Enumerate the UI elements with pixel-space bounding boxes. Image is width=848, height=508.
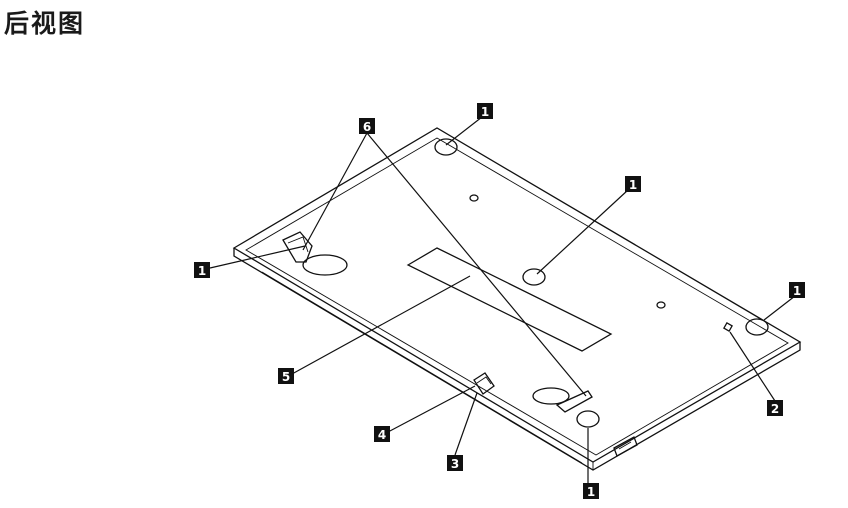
foot-left bbox=[302, 254, 348, 276]
laptop-base-outline bbox=[232, 127, 802, 471]
page-title: 后视图 bbox=[4, 9, 86, 38]
callout-label: 1 bbox=[629, 178, 637, 192]
callout-label: 1 bbox=[198, 264, 206, 278]
callout-label: 1 bbox=[793, 284, 801, 298]
foot-right bbox=[745, 318, 769, 336]
rubber-feet bbox=[302, 138, 769, 428]
foot-center bbox=[522, 268, 546, 286]
callout-1-bottom: 1 bbox=[583, 483, 599, 499]
callout-6: 6 bbox=[359, 118, 375, 134]
callout-label: 3 bbox=[451, 457, 459, 471]
reset-hole bbox=[723, 322, 733, 332]
side-connector bbox=[613, 436, 638, 457]
foot-top bbox=[434, 138, 458, 156]
callout-label: 5 bbox=[282, 370, 290, 384]
side-latch bbox=[473, 372, 495, 395]
label-plate bbox=[406, 247, 613, 352]
callout-1-left: 1 bbox=[194, 262, 210, 278]
callout-3: 3 bbox=[447, 455, 463, 471]
callout-1-center: 1 bbox=[625, 176, 641, 192]
screw-holes bbox=[469, 194, 666, 309]
callout-label: 6 bbox=[363, 120, 371, 134]
callout-label: 1 bbox=[481, 105, 489, 119]
callout-label: 4 bbox=[378, 428, 386, 442]
callout-label: 1 bbox=[587, 485, 595, 499]
callout-2: 2 bbox=[767, 400, 783, 416]
tilt-feet bbox=[282, 231, 593, 413]
callout-4: 4 bbox=[374, 426, 390, 442]
foot-bottom bbox=[576, 410, 600, 428]
leader-lines bbox=[209, 116, 796, 484]
callout-1-top: 1 bbox=[477, 103, 493, 119]
callout-1-right: 1 bbox=[789, 282, 805, 298]
callout-5: 5 bbox=[278, 368, 294, 384]
callout-label: 2 bbox=[771, 402, 779, 416]
